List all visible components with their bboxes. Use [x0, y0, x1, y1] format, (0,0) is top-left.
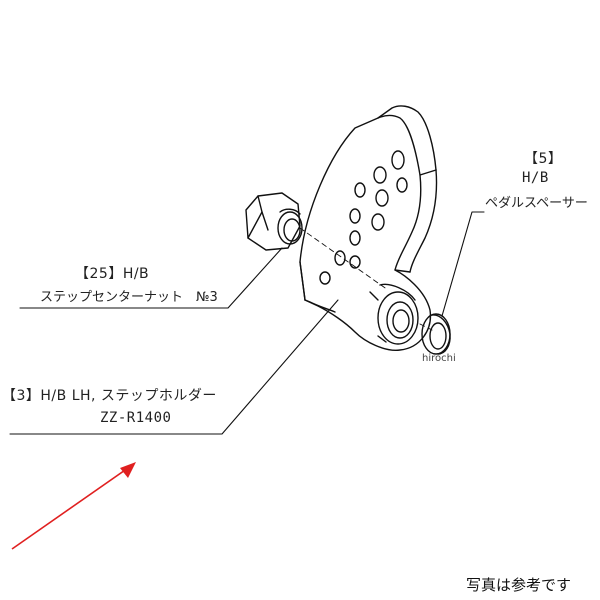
- center-nut: [245, 192, 303, 251]
- part-5-code: H/B: [522, 170, 549, 186]
- part-3-name: 【3】H/B LH, ステップホルダー: [2, 388, 217, 404]
- watermark-text: hirochi: [422, 353, 456, 364]
- part-5-name: ペダルスペーサー: [485, 196, 588, 211]
- step-holder-bracket: [299, 105, 438, 351]
- axis-lines: [299, 227, 433, 331]
- part-5-number: 【5】: [524, 151, 563, 167]
- red-arrow: [11, 462, 136, 550]
- part-3-model: ZZ-R1400: [100, 410, 172, 426]
- part-25-number: 【25】H/B: [75, 266, 150, 282]
- leader-lines: [9, 211, 485, 435]
- part-25-name: ステップセンターナット №3: [40, 290, 218, 305]
- reference-caption: 写真は参考です: [466, 576, 572, 594]
- pedal-spacer-washer: [421, 313, 451, 355]
